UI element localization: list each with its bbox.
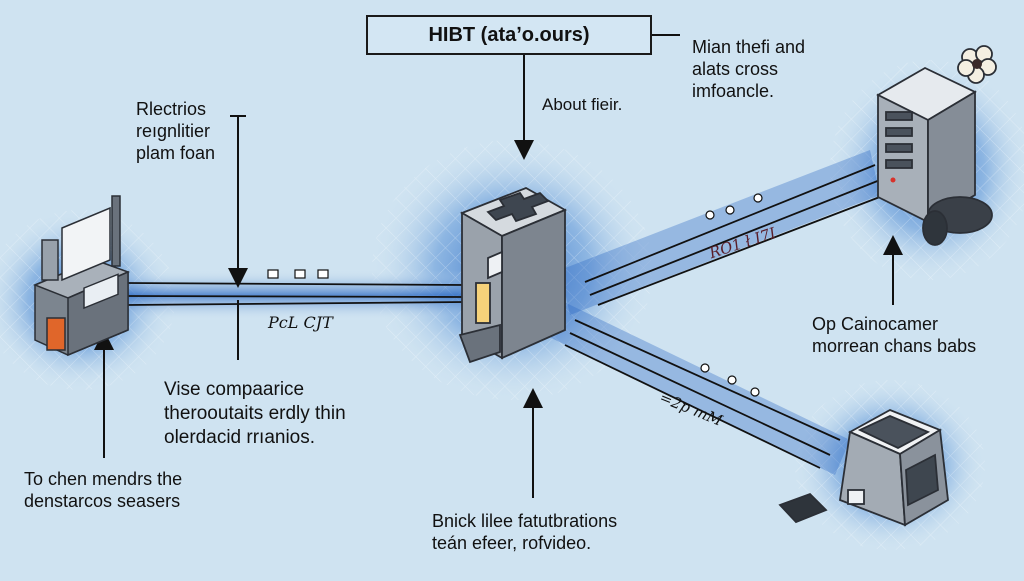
left-beam [120,270,470,320]
left-link-line-1 [124,282,466,286]
upper-right-line-3 [597,194,886,306]
lower-right-line-2 [569,332,831,456]
terminal-paper [61,206,111,282]
label-top-right: Mian thefi and alats cross imfoancle. [692,37,806,101]
terminal-post [111,195,121,267]
diagram-title: HIBT (ataʼo.ours) [366,15,652,55]
left-link-line-2 [124,295,466,298]
link-marker-icon [294,269,306,279]
lower-right-beam [545,300,850,475]
lower-right-line-1 [574,319,841,441]
server-device[interactable] [876,45,997,246]
server-bay [885,111,913,121]
left-link-line-3 [124,301,466,306]
link-marker-icon [317,269,329,279]
label-mid-left: Vise compaarice therooutaits erdly thin … [164,379,346,448]
connection-lines [124,164,886,469]
link-label-left: PcL CJT [268,313,333,332]
hub-tray [458,323,501,364]
server-bay [885,159,913,169]
kiosk-device[interactable] [778,409,949,527]
lower-right-line-3 [564,344,821,469]
hub-display [487,250,503,280]
label-top-left: Rlectrios reıgnlitier plam foan [136,99,216,163]
kiosk-slot [847,489,865,505]
terminal-door [46,317,66,351]
kiosk-top-panel [857,415,931,450]
connection-beams [120,150,880,475]
hub-cross-icon [486,191,550,223]
label-bottom-center: Bnick lilee fatutbrations teán efeer, ro… [432,511,618,553]
link-marker-icon [753,193,763,203]
label-top-center: About fieir. [542,95,623,114]
flower-icon [957,45,997,84]
server-led [890,177,896,183]
terminal-device[interactable] [33,195,131,357]
terminal-handle [41,239,59,281]
link-marker-icon [725,205,735,215]
top-left-arrow [230,115,246,278]
kiosk-screen [905,453,939,507]
link-marker-icon [705,210,715,220]
terminal-screen [83,273,119,310]
link-marker-icon [700,363,710,373]
server-side [927,90,976,224]
server-bay [885,143,913,153]
upper-right-line-1 [584,164,876,283]
hub-slot [475,282,491,324]
link-marker-icon [267,269,279,279]
server-cylinder-end [922,210,948,246]
link-marker-icon [727,375,737,385]
kiosk-card-reader [778,492,828,524]
link-markers [267,193,763,397]
server-bay [885,127,913,137]
upper-right-beam [560,150,880,315]
upper-right-line-2 [589,179,881,296]
link-marker-icon [750,387,760,397]
label-right: Op Cainocamer morrean chans babs [812,314,977,356]
annotation-arrows [94,34,903,498]
hub-device[interactable] [458,187,568,364]
hub-side [501,208,566,360]
label-bottom-left: To chen mendrs the denstarcos seasers [24,469,183,511]
